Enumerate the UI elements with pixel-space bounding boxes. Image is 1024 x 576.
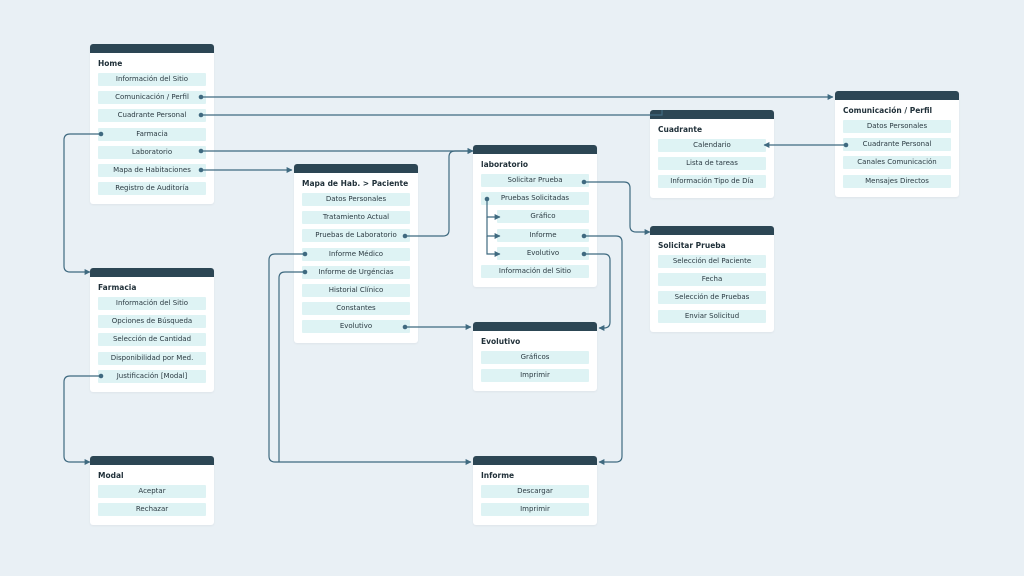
node-item-opciones-de-busqueda[interactable]: Opciones de Búsqueda <box>98 315 206 329</box>
node-item-constantes[interactable]: Constantes <box>302 302 410 316</box>
node-item-mensajes-directos[interactable]: Mensajes Directos <box>843 174 951 188</box>
node-title: Mapa de Hab. > Paciente <box>302 179 409 188</box>
node-item-rechazar[interactable]: Rechazar <box>98 503 206 517</box>
node-item-aceptar[interactable]: Aceptar <box>98 485 206 498</box>
node-item-cuadrante-personal[interactable]: Cuadrante Personal <box>843 138 951 152</box>
node-item-disponibilidad-por-med[interactable]: Disponibilidad por Med. <box>98 351 206 365</box>
node-item-datos-personales[interactable]: Datos Personales <box>302 193 410 206</box>
node-header-bar <box>473 145 597 154</box>
node-item-imprimir[interactable]: Imprimir <box>481 503 589 517</box>
node-item-seleccion-del-paciente[interactable]: Selección del Paciente <box>658 255 766 268</box>
node-title: Modal <box>98 471 124 480</box>
node-title: Solicitar Prueba <box>658 241 726 250</box>
node-item-descargar[interactable]: Descargar <box>481 485 589 498</box>
node-item-tratamiento-actual[interactable]: Tratamiento Actual <box>302 211 410 225</box>
node-item-cuadrante-personal[interactable]: Cuadrante Personal <box>98 109 206 123</box>
connector-home-cuadrante <box>201 110 663 116</box>
node-title: Farmacia <box>98 283 137 292</box>
node-header-bar <box>90 44 214 53</box>
node-header-bar <box>650 110 774 119</box>
node-item-informacion-del-sitio[interactable]: Información del Sitio <box>481 264 589 278</box>
node-header-bar <box>473 322 597 331</box>
node-title: Cuadrante <box>658 125 703 134</box>
node-item-pruebas-solicitadas[interactable]: Pruebas Solicitadas <box>481 192 589 206</box>
node-item-lista-de-tareas[interactable]: Lista de tareas <box>658 157 766 171</box>
node-item-enviar-solicitud[interactable]: Enviar Solicitud <box>658 309 766 323</box>
node-item-justificacion-modal[interactable]: Justificación [Modal] <box>98 369 206 383</box>
node-item-informacion-del-sitio[interactable]: Información del Sitio <box>98 297 206 310</box>
node-item-seleccion-de-cantidad[interactable]: Selección de Cantidad <box>98 333 206 347</box>
node-title: laboratorio <box>481 160 529 169</box>
node-item-evolutivo[interactable]: Evolutivo <box>497 246 589 260</box>
node-item-imprimir[interactable]: Imprimir <box>481 369 589 383</box>
node-item-datos-personales[interactable]: Datos Personales <box>843 120 951 133</box>
node-item-canales-comunicacion[interactable]: Canales Comunicación <box>843 156 951 170</box>
node-item-solicitar-prueba[interactable]: Solicitar Prueba <box>481 174 589 187</box>
node-item-comunicacion-perfil[interactable]: Comunicación / Perfil <box>98 91 206 105</box>
node-item-graficos[interactable]: Gráficos <box>481 351 589 364</box>
node-item-evolutivo[interactable]: Evolutivo <box>302 320 410 334</box>
node-title: Evolutivo <box>481 337 521 346</box>
node-item-registro-de-auditoria[interactable]: Registro de Auditoría <box>98 182 206 196</box>
node-header-bar <box>835 91 959 100</box>
node-header-bar <box>90 268 214 277</box>
node-item-informe-medico[interactable]: Informe Médico <box>302 247 410 261</box>
node-header-bar <box>90 456 214 465</box>
node-header-bar <box>294 164 418 173</box>
node-item-pruebas-de-laboratorio[interactable]: Pruebas de Laboratorio <box>302 229 410 243</box>
node-item-fecha[interactable]: Fecha <box>658 273 766 287</box>
node-title: Informe <box>481 471 515 480</box>
node-item-farmacia[interactable]: Farmacia <box>98 127 206 141</box>
node-item-informe-de-urgencias[interactable]: Informe de Urgéncias <box>302 265 410 279</box>
node-item-laboratorio[interactable]: Laboratorio <box>98 145 206 159</box>
node-title: Comunicación / Perfil <box>843 106 933 115</box>
node-item-seleccion-de-pruebas[interactable]: Selección de Pruebas <box>658 291 766 305</box>
node-header-bar <box>650 226 774 235</box>
node-item-informacion-del-sitio[interactable]: Información del Sitio <box>98 73 206 86</box>
node-item-grafico[interactable]: Gráfico <box>497 210 589 224</box>
node-item-calendario[interactable]: Calendario <box>658 139 766 152</box>
node-item-historial-clinico[interactable]: Historial Clínico <box>302 283 410 297</box>
node-header-bar <box>473 456 597 465</box>
node-title: Home <box>98 59 123 68</box>
node-item-informacion-tipo-de-dia[interactable]: Información Tipo de Día <box>658 175 766 189</box>
node-item-mapa-de-habitaciones[interactable]: Mapa de Habitaciones <box>98 163 206 177</box>
node-item-informe[interactable]: Informe <box>497 228 589 242</box>
